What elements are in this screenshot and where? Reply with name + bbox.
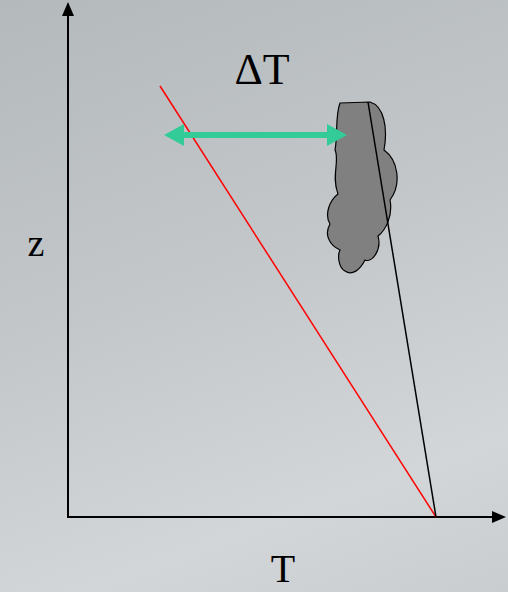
label-holder: ΔT — [234, 48, 289, 92]
height-axis-label: z — [28, 224, 45, 262]
delta-t-arrowhead — [164, 124, 184, 146]
z-axis-arrowhead — [62, 2, 74, 16]
environment-lapse-line — [160, 86, 436, 517]
t-axis — [67, 516, 494, 518]
temperature-axis-label: T — [271, 549, 295, 589]
delta-t-label: ΔT — [234, 48, 289, 92]
delta-t-arrow — [180, 132, 330, 138]
cloud — [327, 102, 397, 273]
parcel-lapse-line — [368, 102, 436, 517]
label-holder: z — [28, 224, 45, 262]
z-axis — [67, 14, 69, 517]
label-holder: T — [271, 549, 295, 589]
delta-t-arrowhead — [327, 124, 347, 146]
t-axis-arrowhead — [492, 511, 506, 523]
